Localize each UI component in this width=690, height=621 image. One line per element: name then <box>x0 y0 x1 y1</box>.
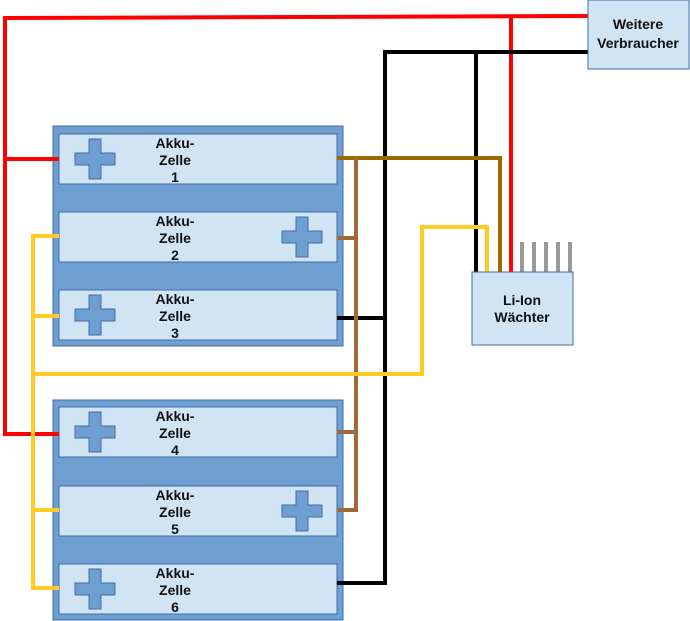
guard-label-2: Wächter <box>494 309 550 325</box>
plus-icon <box>74 411 116 453</box>
other-consumers: Weitere Verbraucher <box>587 0 690 70</box>
consumer-label-1: Weitere <box>613 16 664 32</box>
cell-label-line2: Zelle <box>159 582 191 598</box>
li-ion-guard: Li-Ion Wächter <box>471 271 574 346</box>
plus-icon <box>74 138 116 180</box>
consumer-label-2: Verbraucher <box>597 35 679 51</box>
cell-label-number: 3 <box>171 325 179 341</box>
cell-label-number: 2 <box>171 247 179 263</box>
wire-brown-bus <box>337 158 358 512</box>
guard-pins <box>520 242 572 272</box>
cell-label-line1: Akku- <box>156 408 195 424</box>
cell-label-number: 6 <box>171 599 179 615</box>
cell-label-line2: Zelle <box>159 425 191 441</box>
cell-label-line2: Zelle <box>159 504 191 520</box>
guard-label-1: Li-Ion <box>503 292 541 308</box>
cell-label-line2: Zelle <box>159 308 191 324</box>
cell-label-line1: Akku- <box>156 487 195 503</box>
cell-label-line1: Akku- <box>156 291 195 307</box>
cell-label-line1: Akku- <box>156 565 195 581</box>
plus-icon <box>74 568 116 610</box>
plus-icon <box>74 294 116 336</box>
cell-label-line1: Akku- <box>156 135 195 151</box>
wire-darkbrown-guard <box>337 156 502 272</box>
wire-yellow-guard <box>33 225 489 376</box>
cell-label-line1: Akku- <box>156 213 195 229</box>
wire-yellow-bus <box>31 234 59 590</box>
cell-label-number: 4 <box>171 442 179 458</box>
cell-label-line2: Zelle <box>159 230 191 246</box>
cell-label-line2: Zelle <box>159 152 191 168</box>
plus-icon <box>281 490 323 532</box>
plus-icon <box>281 216 323 258</box>
cell-label-number: 1 <box>171 169 179 185</box>
cell-label-number: 5 <box>171 521 179 537</box>
